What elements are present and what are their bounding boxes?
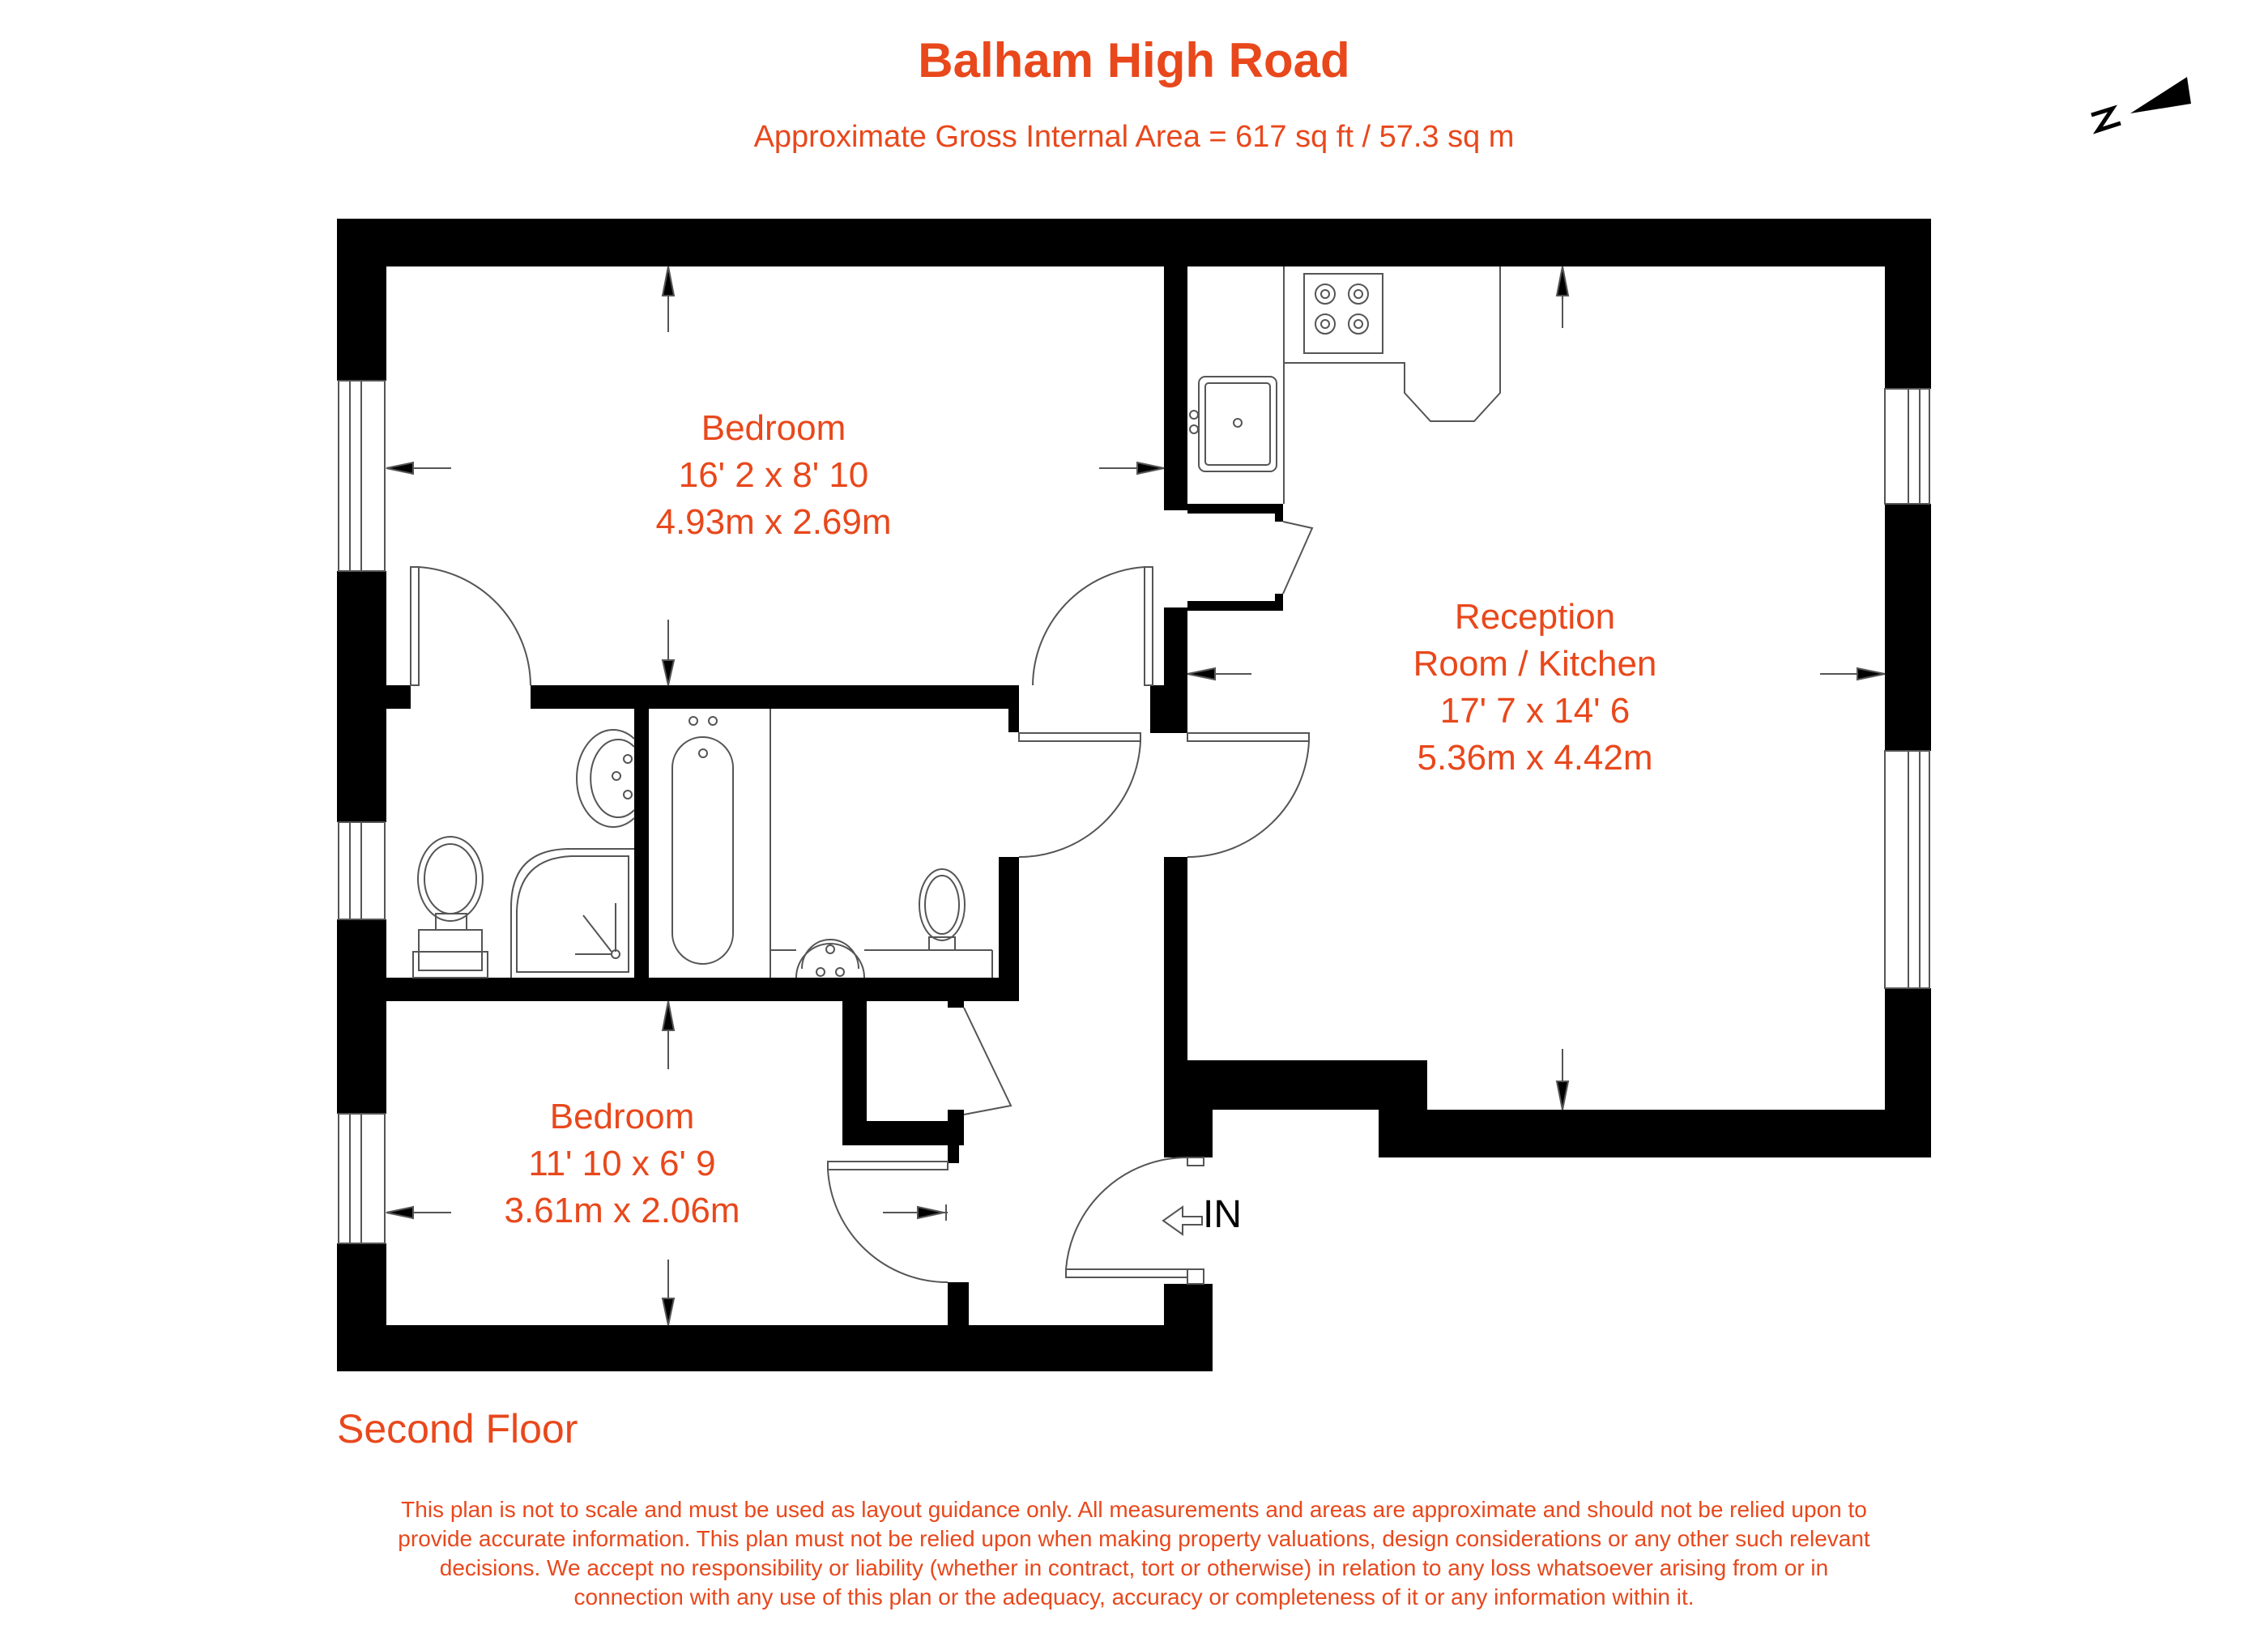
windows [338,380,1930,1244]
kitchen-counter [1283,266,1501,504]
dimension-arrows [386,266,1886,1326]
room-label-reception-kitchen: Reception Room / Kitchen 17' 7 x 14' 6 5… [1332,594,1737,782]
disclaimer-line: provide accurate information. This plan … [398,1526,1870,1551]
entrance-arrow-icon [1162,1205,1203,1236]
entrance-label: IN [1203,1193,1242,1236]
room-imperial: 11' 10 x 6' 9 [528,1144,716,1183]
bathtub-icon [671,709,771,978]
shower-tray-icon [510,848,634,978]
disclaimer: This plan is not to scale and must be us… [324,1495,1944,1612]
bathroom-basin-icon [770,939,865,978]
plan-title: Balham High Road [918,33,1350,87]
disclaimer-line: This plan is not to scale and must be us… [401,1497,1867,1522]
room-name: Bedroom [549,1097,695,1136]
floor-label: Second Floor [337,1406,578,1452]
room-label-bedroom-1: Bedroom 16' 2 x 8' 10 4.93m x 2.69m [612,405,936,546]
room-metric: 5.36m x 4.42m [1417,738,1653,778]
basin-icon [576,729,635,828]
doors [410,521,1314,1285]
room-metric: 4.93m x 2.69m [655,502,892,542]
north-arrow-icon [2091,77,2191,134]
hob-icon [1303,273,1383,354]
toilet-icon [412,836,488,978]
walls [337,219,1931,1371]
disclaimer-line: connection with any use of this plan or … [573,1584,1695,1609]
room-metric: 3.61m x 2.06m [504,1191,740,1230]
disclaimer-line: decisions. We accept no responsibility o… [439,1555,1829,1580]
kitchen-sink-icon [1189,376,1277,472]
gross-area-subtitle: Approximate Gross Internal Area = 617 sq… [753,120,1515,154]
room-name-line1: Reception [1454,597,1616,637]
bathroom-toilet-icon [864,868,993,978]
room-label-bedroom-2: Bedroom 11' 10 x 6' 9 3.61m x 2.06m [460,1093,784,1234]
room-imperial: 17' 7 x 14' 6 [1439,691,1631,731]
room-imperial: 16' 2 x 8' 10 [678,455,869,495]
room-name-line2: Room / Kitchen [1413,644,1657,684]
room-name: Bedroom [701,408,846,448]
